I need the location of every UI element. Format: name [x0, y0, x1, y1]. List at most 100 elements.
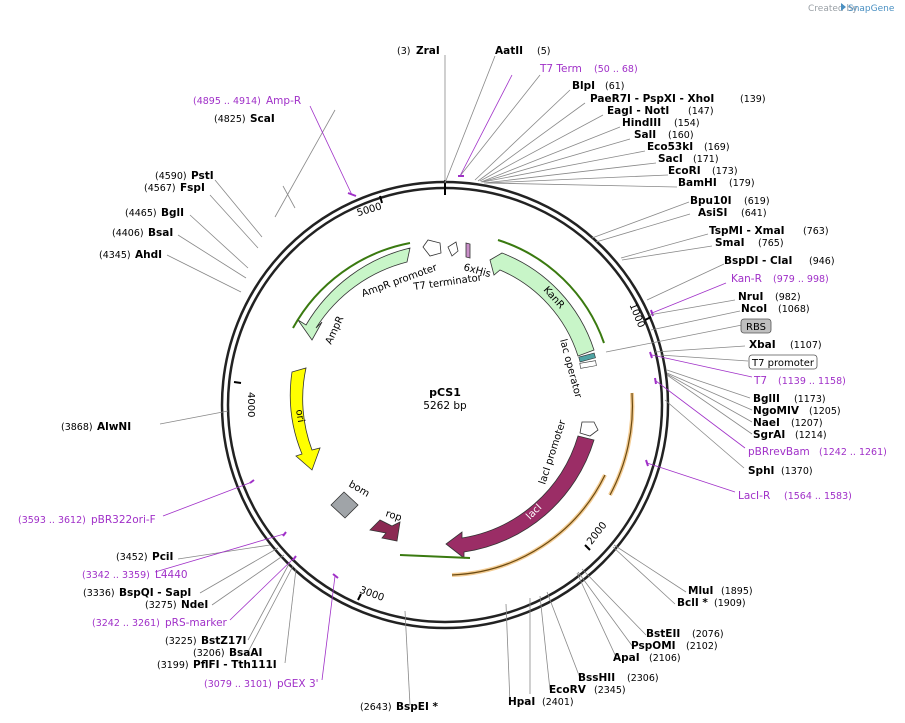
- svg-text:(1107): (1107): [790, 340, 822, 351]
- svg-text:(2345): (2345): [594, 685, 626, 696]
- svg-text:(3336): (3336): [83, 588, 115, 599]
- svg-text:BspQI - SapI: BspQI - SapI: [119, 587, 191, 599]
- credit-brand: SnapGene: [848, 4, 895, 14]
- leader-lines: [159, 55, 753, 706]
- svg-text:(4406): (4406): [112, 228, 144, 239]
- credit-prefix: Created by: [808, 4, 858, 14]
- svg-text:EcoRV: EcoRV: [549, 684, 587, 696]
- svg-text:3000: 3000: [358, 585, 386, 604]
- svg-text:PflFI - Tth111I: PflFI - Tth111I: [193, 659, 277, 671]
- svg-text:1000: 1000: [627, 302, 647, 330]
- svg-text:(2076): (2076): [692, 629, 724, 640]
- svg-text:(1895): (1895): [721, 586, 753, 597]
- svg-text:TspMI - XmaI: TspMI - XmaI: [709, 225, 785, 237]
- svg-text:SacI: SacI: [658, 153, 683, 165]
- svg-text:SgrAI: SgrAI: [753, 429, 785, 441]
- svg-text:SmaI: SmaI: [715, 237, 745, 249]
- svg-text:(4465): (4465): [125, 208, 157, 219]
- svg-text:(2106): (2106): [649, 653, 681, 664]
- svg-text:PciI: PciI: [152, 551, 173, 563]
- svg-text:BlpI: BlpI: [572, 80, 595, 92]
- svg-text:(4590): (4590): [155, 171, 187, 182]
- svg-text:BstEII: BstEII: [646, 628, 680, 640]
- svg-text:T7 Term: T7 Term: [539, 63, 582, 75]
- svg-text:(1173): (1173): [794, 394, 826, 405]
- feature-bom: bom: [330, 479, 372, 519]
- svg-text:(3206): (3206): [193, 648, 225, 659]
- svg-text:BglI: BglI: [161, 207, 184, 219]
- svg-text:SalI: SalI: [634, 129, 656, 141]
- svg-text:BclI *: BclI *: [677, 597, 708, 609]
- svg-text:Bpu10I: Bpu10I: [690, 195, 732, 207]
- svg-text:BstZ17I: BstZ17I: [201, 635, 246, 647]
- sites-right: AatII(5) BlpI(61) PaeR7I - PspXI - XhoI(…: [495, 45, 841, 708]
- svg-text:MluI: MluI: [688, 585, 713, 597]
- svg-text:(4567): (4567): [144, 183, 176, 194]
- primer-marks: [249, 175, 657, 579]
- svg-text:(3): (3): [397, 46, 410, 57]
- svg-text:pBRrevBam: pBRrevBam: [748, 446, 810, 458]
- svg-text:SphI: SphI: [748, 465, 774, 477]
- svg-text:ZraI: ZraI: [416, 45, 440, 57]
- svg-text:(173): (173): [712, 166, 738, 177]
- svg-text:(4345): (4345): [99, 250, 131, 261]
- svg-text:Eco53kI: Eco53kI: [647, 141, 693, 153]
- svg-text:BglII: BglII: [753, 393, 780, 405]
- svg-text:(979 .. 998): (979 .. 998): [773, 274, 829, 285]
- svg-text:NgoMIV: NgoMIV: [753, 405, 800, 417]
- svg-text:(2306): (2306): [627, 673, 659, 684]
- svg-text:(641): (641): [741, 208, 767, 219]
- svg-text:(160): (160): [668, 130, 694, 141]
- svg-text:(3593 .. 3612): (3593 .. 3612): [18, 515, 86, 526]
- feature-orange-arcs: [399, 392, 635, 577]
- feature-ampr: AmpR: [292, 242, 411, 346]
- svg-text:pRS-marker: pRS-marker: [165, 617, 228, 629]
- svg-text:EcoRI: EcoRI: [668, 165, 701, 177]
- svg-text:rop: rop: [384, 508, 403, 524]
- svg-text:EagI - NotI: EagI - NotI: [607, 105, 669, 117]
- svg-text:(4895 .. 4914): (4895 .. 4914): [193, 96, 261, 107]
- svg-text:FspI: FspI: [180, 182, 205, 194]
- feature-kanr: KanR: [489, 239, 605, 357]
- sites-left: (3)ZraI (4825)ScaI (4590)PstI (4567)FspI…: [61, 45, 440, 713]
- svg-text:(5): (5): [537, 46, 550, 57]
- svg-text:(147): (147): [688, 106, 714, 117]
- svg-text:(946): (946): [809, 256, 835, 267]
- svg-text:(2643): (2643): [360, 702, 392, 713]
- svg-text:(3275): (3275): [145, 600, 177, 611]
- svg-text:(3452): (3452): [116, 552, 148, 563]
- svg-text:pGEX 3': pGEX 3': [277, 678, 319, 690]
- svg-text:PspOMI: PspOMI: [631, 640, 676, 652]
- svg-text:(139): (139): [740, 94, 766, 105]
- tick-3000: 3000: [357, 585, 386, 604]
- svg-text:2000: 2000: [585, 520, 609, 547]
- svg-text:BsaAI: BsaAI: [229, 647, 262, 659]
- svg-text:HpaI: HpaI: [508, 696, 535, 708]
- svg-text:(2401): (2401): [542, 697, 574, 708]
- svg-text:XbaI: XbaI: [749, 339, 776, 351]
- svg-text:ori: ori: [293, 409, 306, 424]
- svg-text:BamHI: BamHI: [678, 177, 717, 189]
- svg-text:(1068): (1068): [778, 304, 810, 315]
- svg-text:Amp-R: Amp-R: [266, 95, 301, 107]
- feature-laci: lacI: [445, 435, 595, 559]
- svg-text:(61): (61): [605, 81, 625, 92]
- svg-text:LacI-R: LacI-R: [738, 490, 770, 502]
- snapgene-logo-icon: [841, 3, 846, 11]
- svg-text:bom: bom: [347, 479, 372, 500]
- svg-text:AhdI: AhdI: [135, 249, 162, 261]
- svg-text:ScaI: ScaI: [250, 113, 275, 125]
- plasmid-size: 5262 bp: [423, 400, 467, 412]
- svg-text:(765): (765): [758, 238, 784, 249]
- svg-text:(50 .. 68): (50 .. 68): [594, 64, 638, 75]
- svg-text:(1564 .. 1583): (1564 .. 1583): [784, 491, 852, 502]
- svg-text:Kan-R: Kan-R: [731, 273, 762, 285]
- svg-text:(179): (179): [729, 178, 755, 189]
- svg-text:pBR322ori-F: pBR322ori-F: [91, 514, 156, 526]
- svg-text:ApaI: ApaI: [613, 652, 640, 664]
- svg-text:(1909): (1909): [714, 598, 746, 609]
- svg-text:PaeR7I - PspXI - XhoI: PaeR7I - PspXI - XhoI: [590, 93, 714, 105]
- svg-text:HindIII: HindIII: [622, 117, 661, 129]
- svg-text:(3868): (3868): [61, 422, 93, 433]
- svg-text:(3199): (3199): [157, 660, 189, 671]
